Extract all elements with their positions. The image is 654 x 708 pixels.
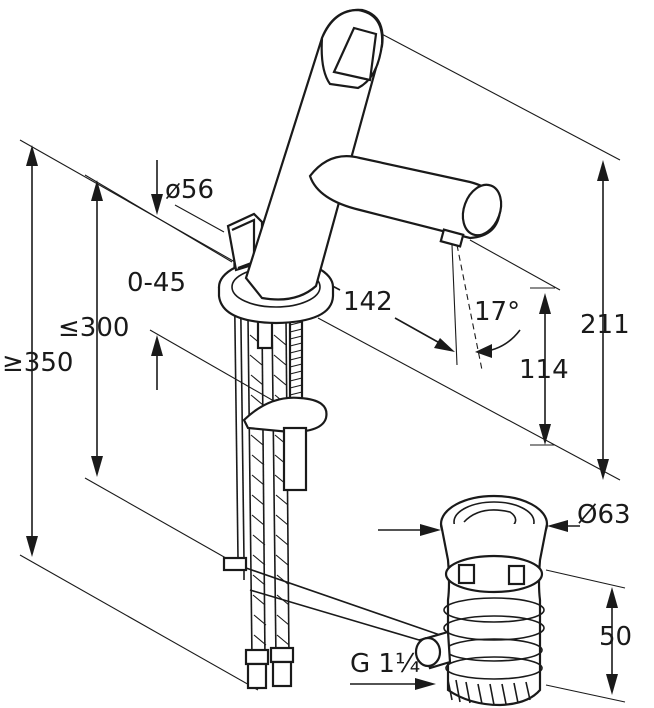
- left-extension-lines: [19, 31, 621, 691]
- mounting-assembly: [242, 316, 328, 492]
- waste-diameter-label: Ø63: [577, 500, 631, 530]
- faucet-body: [217, 8, 503, 325]
- spout-reach-label: 142: [343, 287, 393, 317]
- deck-thickness-label: 0-45: [127, 268, 186, 298]
- spout-angle-label: 17°: [474, 297, 520, 327]
- bore-diameter-label: ø56: [165, 175, 214, 205]
- spout-height-dimension: [530, 287, 555, 446]
- hose-length-dimension: [26, 145, 38, 557]
- waste-dimensions: [350, 520, 626, 703]
- tail-length-label: ≤300: [58, 313, 129, 343]
- popup-waste: [414, 494, 549, 707]
- total-height-dimension: [597, 160, 609, 480]
- tail-length-dimension: [91, 180, 103, 477]
- spout-height-label: 114: [519, 355, 569, 385]
- deck-arrows: [151, 160, 225, 390]
- hose-length-label: ≥350: [2, 348, 73, 378]
- spout-angle-indicator: [456, 244, 521, 371]
- waste-height-label: 50: [599, 622, 632, 652]
- waste-thread-label: G 1¼: [350, 649, 420, 679]
- supply-hoses: [222, 249, 441, 690]
- total-height-label: 211: [580, 310, 630, 340]
